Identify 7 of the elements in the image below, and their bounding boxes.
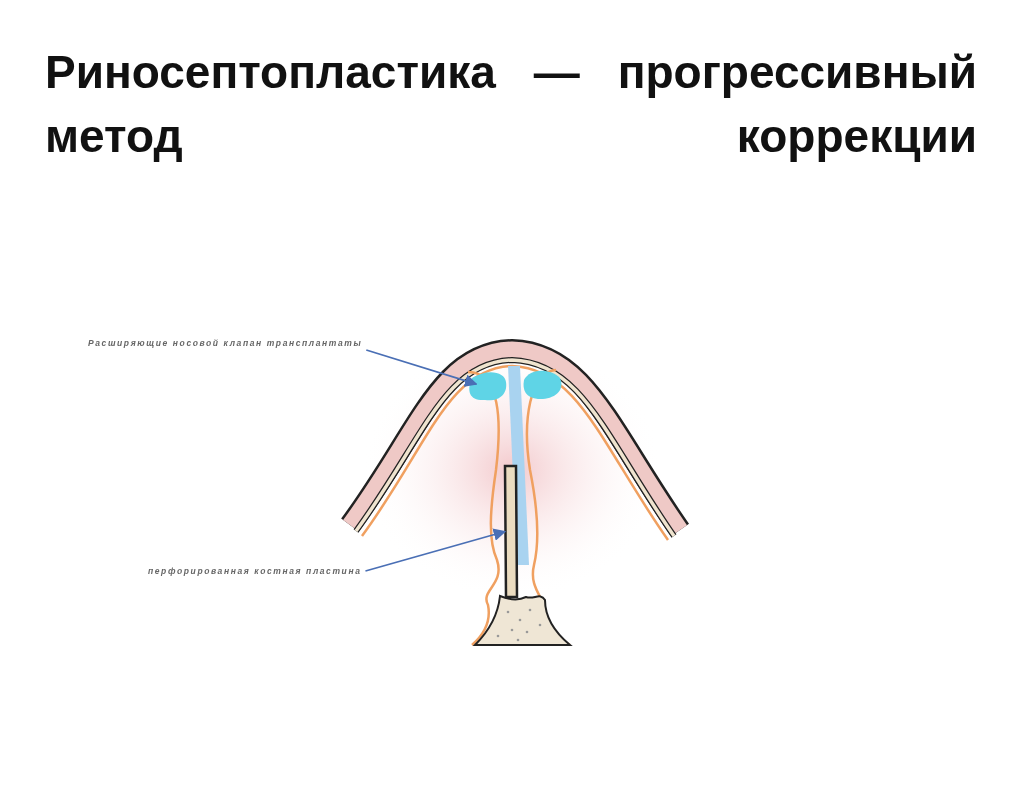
bone-plate-drawing [503,464,519,599]
spreader-graft-drawing [469,370,562,401]
callout-label: Расширяющие носовой клапан трансплантаты [88,338,363,348]
leader-line [364,528,507,572]
leader-line [365,349,478,387]
callout-label: перфорированная костная пластина [148,566,362,576]
slide-title: Риносептопластика — прогрессивный метод коррекции [45,45,977,164]
